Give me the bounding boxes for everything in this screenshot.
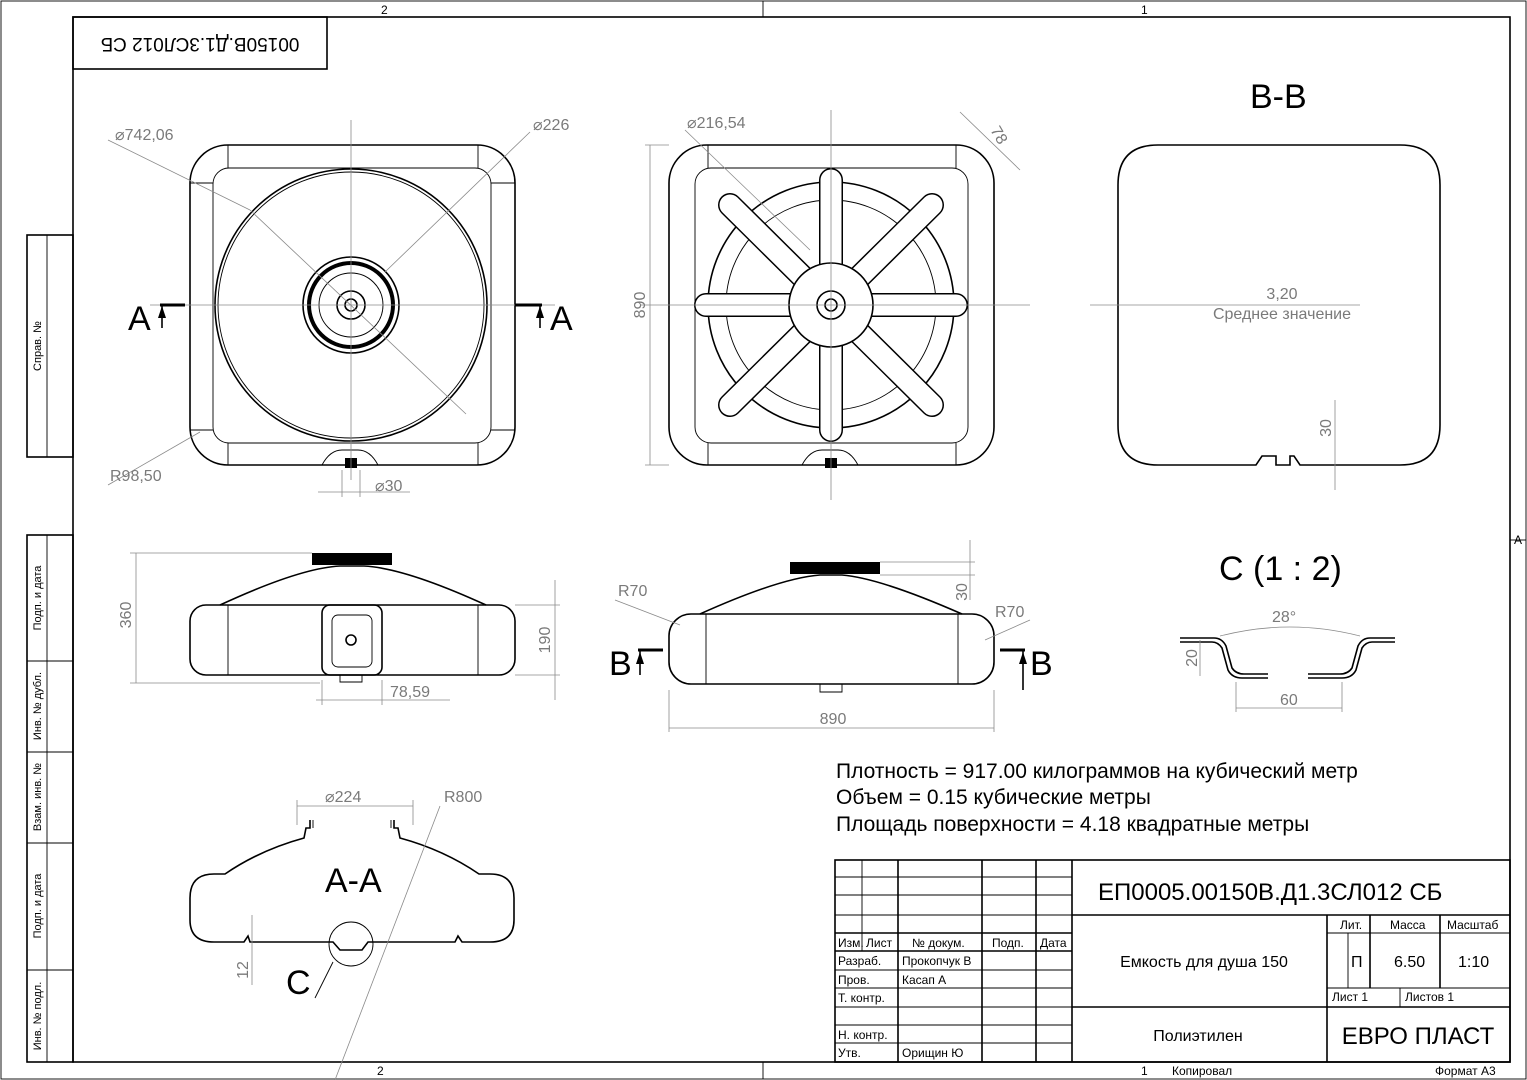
tb-head-scale: Масштаб bbox=[1447, 918, 1498, 932]
tb-head-lit: Лит. bbox=[1340, 918, 1362, 932]
dim-width-60: 60 bbox=[1280, 692, 1298, 709]
tb-role-0: Разраб. bbox=[838, 954, 881, 968]
tb-mass: 6.50 bbox=[1394, 954, 1425, 971]
detail-c-view bbox=[1180, 626, 1395, 712]
zone-top-left: 2 bbox=[381, 3, 388, 17]
zone-bottom-right: 1 bbox=[1141, 1064, 1148, 1078]
side-label-3: Взам. инв. № bbox=[32, 763, 44, 831]
tb-format: Формат А3 bbox=[1435, 1064, 1496, 1078]
note-volume: Объем = 0.15 кубические метры bbox=[836, 786, 1151, 809]
tb-copied: Копировал bbox=[1172, 1064, 1232, 1078]
dim-r-left: R70 bbox=[618, 583, 647, 600]
tb-head-mass: Масса bbox=[1390, 918, 1426, 932]
dim-r800: R800 bbox=[444, 789, 482, 806]
dim-d-outer: ⌀742,06 bbox=[115, 127, 174, 144]
dim-thickness: 3,20 bbox=[1266, 286, 1297, 303]
dim-d-neck: ⌀224 bbox=[325, 789, 361, 806]
dim-notch: 30 bbox=[1318, 419, 1335, 437]
dim-radius: R98,50 bbox=[110, 468, 162, 485]
side-label-2: Инв. № дубл. bbox=[32, 672, 44, 740]
side-view-left bbox=[130, 552, 560, 705]
cut-label-b-right: B bbox=[1030, 645, 1053, 683]
section-bb-title: B-B bbox=[1250, 78, 1307, 116]
section-aa-view bbox=[189, 800, 515, 1080]
zone-top-right: 1 bbox=[1141, 3, 1148, 17]
cut-label-a-right: A bbox=[550, 300, 573, 338]
dim-ring: ⌀216,54 bbox=[687, 115, 746, 132]
side-view-right bbox=[614, 540, 1031, 732]
dim-height-890: 890 bbox=[632, 292, 649, 319]
tb-sheets: Листов 1 bbox=[1405, 990, 1454, 1004]
tb-role-1: Пров. bbox=[838, 973, 870, 987]
top-view bbox=[107, 120, 555, 497]
detail-c-label: С bbox=[286, 964, 311, 1002]
title-block bbox=[834, 859, 1511, 1063]
section-aa-title: A-A bbox=[325, 862, 382, 900]
tb-name: Емкость для душа 150 bbox=[1120, 954, 1288, 971]
tb-col-izm: Изм. bbox=[838, 936, 864, 950]
bottom-view bbox=[640, 110, 1030, 500]
cut-label-b-left: B bbox=[609, 645, 632, 683]
zone-bottom-left: 2 bbox=[377, 1064, 384, 1078]
zone-right: A bbox=[1514, 533, 1522, 547]
dim-r-right: R70 bbox=[995, 604, 1024, 621]
tb-col-sign: Подп. bbox=[992, 936, 1024, 950]
mirrored-code: 00150В.Д1.3СЛ012 СБ bbox=[101, 33, 300, 54]
side-strip: Справ. № Подп. и дата Инв. № дубл. Взам.… bbox=[26, 234, 74, 1063]
dim-h-body: 190 bbox=[537, 627, 554, 654]
code-box bbox=[72, 16, 328, 70]
note-density: Плотность = 917.00 килограммов на кубиче… bbox=[836, 760, 1358, 783]
dim-width-890: 890 bbox=[820, 711, 847, 728]
dim-rib: 78 bbox=[987, 124, 1011, 148]
section-bb-view bbox=[1090, 144, 1441, 490]
tb-scale: 1:10 bbox=[1458, 954, 1489, 971]
dim-width-port: 78,59 bbox=[390, 684, 430, 701]
side-label-4: Подп. и дата bbox=[32, 873, 44, 939]
tb-name-0: Прокопчук В bbox=[902, 954, 971, 968]
tb-material: Полиэтилен bbox=[1153, 1028, 1242, 1045]
tb-name-1: Касап А bbox=[902, 973, 946, 987]
cut-label-a-left: A bbox=[128, 300, 151, 338]
note-surface: Площадь поверхности = 4.18 квадратные ме… bbox=[836, 813, 1309, 836]
dim-h-total: 360 bbox=[118, 602, 135, 629]
side-label-1: Подп. и дата bbox=[32, 565, 44, 631]
tb-sheet: Лист 1 bbox=[1332, 990, 1368, 1004]
tb-name-4: Орищин Ю bbox=[902, 1046, 963, 1060]
detail-c-title: С (1 : 2) bbox=[1219, 550, 1342, 588]
tb-role-2: Т. контр. bbox=[838, 991, 885, 1005]
dim-neck: 30 bbox=[954, 583, 971, 601]
tb-lit: П bbox=[1351, 954, 1363, 971]
tb-role-4: Утв. bbox=[838, 1046, 861, 1060]
dim-d-inner: ⌀226 bbox=[533, 117, 569, 134]
dim-angle: 28° bbox=[1272, 609, 1296, 626]
thickness-note: Среднее значение bbox=[1213, 306, 1351, 323]
tb-role-3: Н. контр. bbox=[838, 1028, 888, 1042]
tb-company: ЕВРО ПЛАСТ bbox=[1342, 1023, 1495, 1050]
dim-offset: 12 bbox=[235, 961, 252, 979]
tb-col-date: Дата bbox=[1040, 936, 1067, 950]
tb-col-list: Лист bbox=[866, 936, 893, 950]
tb-designation: ЕП0005.00150В.Д1.3СЛ012 СБ bbox=[1098, 879, 1442, 906]
tb-col-doc: № докум. bbox=[912, 936, 965, 950]
dim-depth: 20 bbox=[1184, 649, 1201, 667]
side-label-0: Справ. № bbox=[32, 321, 44, 371]
side-label-5: Инв. № подл. bbox=[32, 982, 44, 1051]
dim-port: ⌀30 bbox=[375, 478, 403, 495]
